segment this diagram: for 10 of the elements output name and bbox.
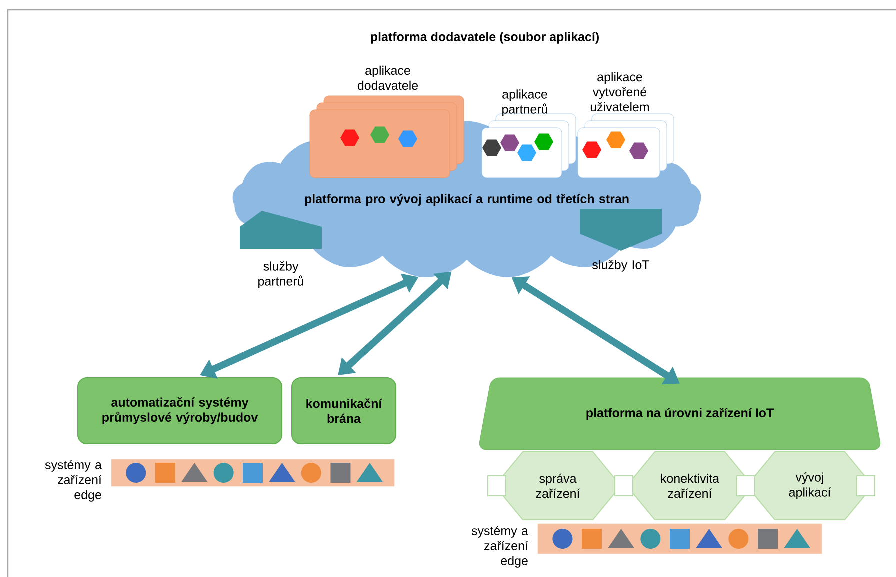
service-label: služby partnerů <box>258 262 304 288</box>
card-heading: aplikace partnerů <box>502 90 548 116</box>
service-label: služby IoT <box>592 260 650 272</box>
title: platforma dodavatele (soubor aplikací) <box>371 32 599 44</box>
card-heading: aplikace dodavatele <box>358 66 418 90</box>
strip-caption: systémy a zařízení edge <box>45 460 102 502</box>
process-box: komunikační brána <box>292 377 396 444</box>
strip-caption: systémy a zařízení edge <box>472 526 528 568</box>
process-box: automatizační systémy průmyslové výroby/budov <box>78 377 282 444</box>
card-heading: aplikace vytvořené uživatelem <box>590 72 650 112</box>
